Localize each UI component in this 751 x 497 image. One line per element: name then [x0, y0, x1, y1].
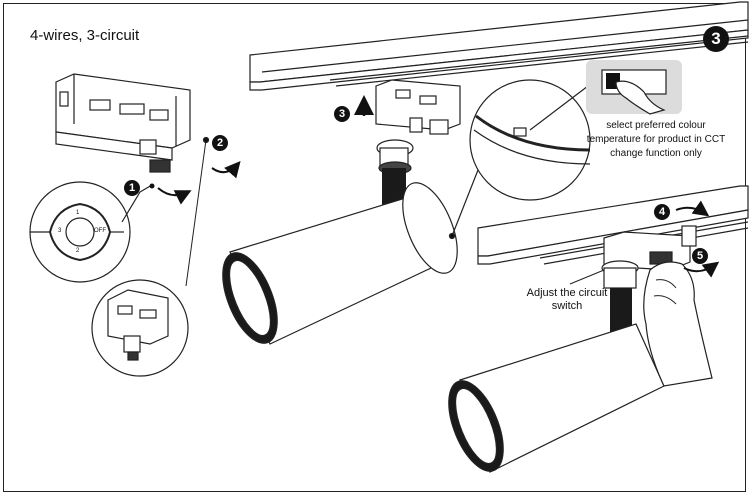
dial-label-3: 3 — [58, 228, 62, 234]
pivot-dot-1 — [149, 183, 155, 189]
step-number-badge: 3 — [703, 26, 729, 52]
rotate-arrow-5 — [683, 261, 720, 278]
right-spotlight — [448, 323, 665, 473]
cct-switch-callout — [586, 60, 682, 115]
diagram-frame — [3, 3, 746, 492]
dial-label-2: 2 — [76, 248, 80, 254]
step-2-badge: 2 — [212, 135, 228, 151]
adjust-circuit-label: Adjust the circuit switch — [526, 287, 608, 312]
center-adapter — [375, 79, 461, 175]
adapter-detail-magnifier — [91, 136, 210, 377]
center-spotlight — [222, 182, 458, 345]
rotate-arrow-2 — [211, 160, 241, 179]
step-4-badge: 4 — [654, 204, 670, 220]
track-adapter-left — [55, 73, 191, 173]
adjust-leader-line — [569, 269, 605, 285]
hand-illustration — [643, 261, 713, 387]
step-5-badge: 5 — [692, 248, 708, 264]
right-adapter — [601, 225, 697, 289]
dial-magnifier — [29, 181, 153, 283]
dial-label-off: OFF — [94, 228, 106, 234]
dial-label-1: 1 — [76, 210, 80, 216]
step-3-badge: 3 — [334, 106, 350, 122]
cct-zoom-circle — [448, 79, 591, 240]
cct-note: select preferred colour temperature for … — [586, 120, 726, 159]
rotate-arrow-1 — [157, 187, 192, 205]
rotate-arrow-4 — [675, 200, 710, 217]
diagram-title: 4-wires, 3-circuit — [30, 27, 140, 44]
right-stem — [610, 288, 632, 338]
step-1-badge: 1 — [124, 180, 140, 196]
top-track-rail — [249, 1, 749, 91]
